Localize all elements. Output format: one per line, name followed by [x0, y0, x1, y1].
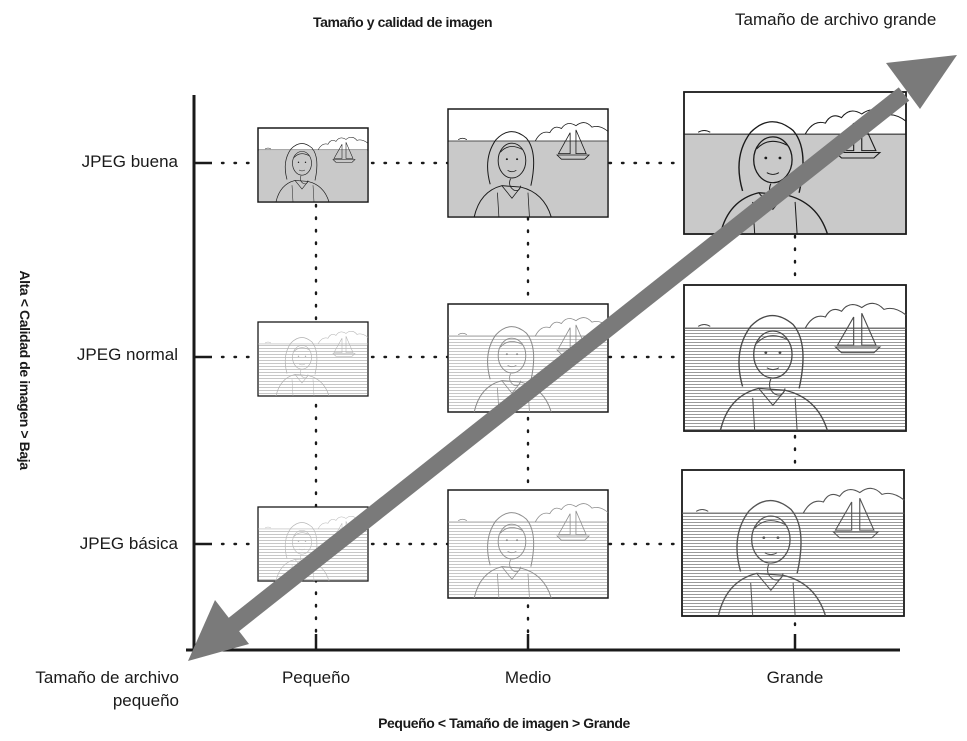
y-label-basica: JPEG básica	[79, 534, 178, 553]
diagram-title: Tamaño y calidad de imagen	[313, 14, 493, 30]
arrowhead-large	[886, 55, 957, 109]
y-axis-title: Alta < Calidad de imagen > Baja	[17, 270, 33, 470]
thumb-large-normal	[683, 284, 907, 432]
x-axis-title: Pequeño < Tamaño de imagen > Grande	[378, 715, 630, 731]
y-label-buena: JPEG buena	[81, 152, 178, 171]
y-label-normal: JPEG normal	[76, 345, 178, 364]
x-label-pequeno: Pequeño	[281, 668, 351, 687]
file-size-arrow	[188, 55, 957, 661]
small-file-label-line1: Tamaño de archivo	[35, 668, 179, 687]
thumb-large-fine	[683, 91, 907, 235]
thumb-large-basic	[681, 469, 905, 617]
arrowhead-small	[188, 600, 249, 661]
small-file-label-line2: pequeño	[112, 691, 179, 710]
large-file-label: Tamaño de archivo grande	[735, 10, 937, 29]
x-label-medio: Medio	[504, 668, 552, 687]
thumb-small-fine	[257, 127, 369, 203]
thumb-medium-basic	[447, 489, 609, 599]
thumb-medium-fine	[447, 108, 609, 218]
x-label-grande: Grande	[766, 668, 824, 687]
thumb-small-normal	[257, 321, 369, 397]
